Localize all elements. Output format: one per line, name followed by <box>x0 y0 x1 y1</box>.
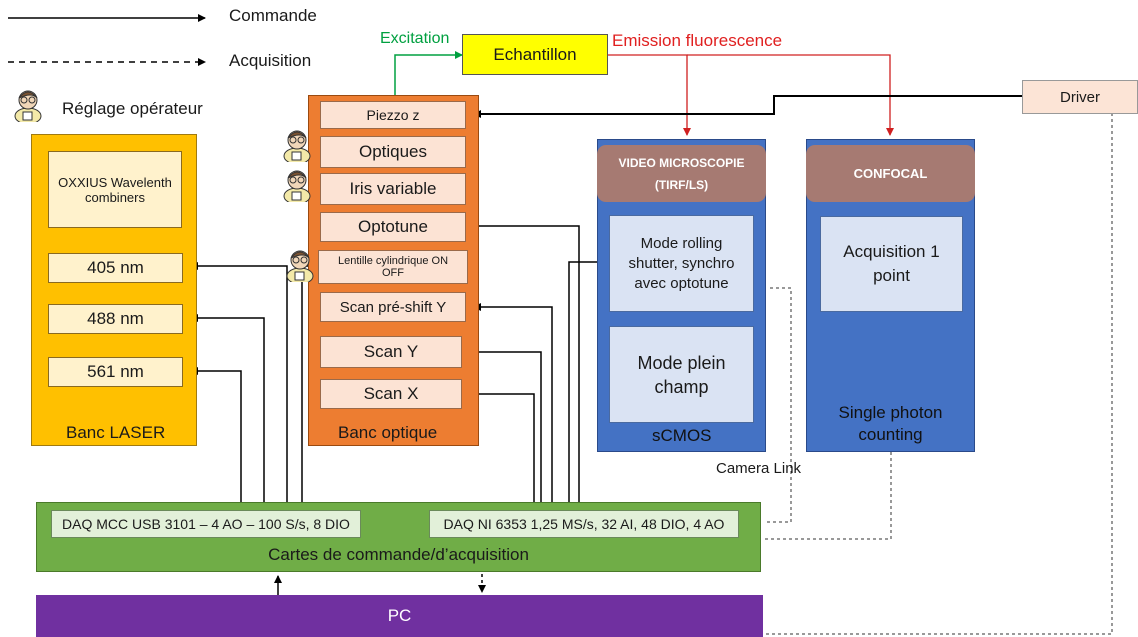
operator-icon-iris <box>279 166 315 207</box>
laser-line-405: 405 nm <box>48 253 183 283</box>
confocal-header: CONFOCAL <box>806 145 975 202</box>
daq-to-optotune-wire <box>471 222 580 508</box>
operator-icon-lentille <box>282 246 318 287</box>
optical-bench-title: Banc optique <box>338 423 438 442</box>
optical-item-iris: Iris variable <box>320 173 466 205</box>
excitation-label: Excitation <box>380 30 450 47</box>
optical-item-scany: Scan Y <box>320 336 462 368</box>
pc-bar: PC <box>36 595 763 637</box>
optical-item-preshift: Scan pré-shift Y <box>320 292 466 322</box>
echantillon-box: Echantillon <box>462 34 608 75</box>
emission-arrow-confocal <box>687 54 894 136</box>
legend-command-label: Commande <box>229 6 317 25</box>
optical-item-lentille: Lentille cylindrique ON OFF <box>318 250 468 284</box>
emission-label: Emission fluorescence <box>612 31 783 50</box>
laser-line-561: 561 nm <box>48 357 183 387</box>
emission-arrow-video <box>608 54 691 136</box>
excitation-arrow <box>394 51 463 95</box>
daq-title: Cartes de commande/d’acquisition <box>268 545 529 564</box>
daq-ni-box: DAQ NI 6353 1,25 MS/s, 32 AI, 48 DIO, 4 … <box>429 510 739 538</box>
daq-mcc-box: DAQ MCC USB 3101 – 4 AO – 100 S/s, 8 DIO <box>51 510 361 538</box>
driver-to-piezzo-wire <box>473 95 1022 118</box>
camera-link-label: Camera Link <box>716 460 802 477</box>
oxxius-combiner-box: OXXIUS Wavelenth combiners <box>48 151 182 228</box>
legend-acquisition-label: Acquisition <box>229 51 312 70</box>
legend-operator-label: Réglage opérateur <box>62 99 203 118</box>
daq-to-scanx-wire <box>463 390 535 508</box>
daq-to-scany-wire <box>463 348 542 508</box>
video-microscopy-header: VIDEO MICROSCOPIE (TIRF/LS) <box>597 145 766 202</box>
confocal-title: Single photon counting <box>838 403 943 444</box>
confocal-to-daq-dashed <box>764 452 892 540</box>
optical-item-scanx: Scan X <box>320 379 462 409</box>
daq-to-preshift-wire <box>473 303 553 508</box>
daq-to-561-wire <box>190 367 242 508</box>
optical-item-optiques: Optiques <box>320 136 466 168</box>
operator-icon-optiques <box>279 126 315 167</box>
mode-plein-champ-box: Mode plein champ <box>609 326 754 423</box>
acquisition-point-box: Acquisition 1 point <box>820 216 963 312</box>
daq-to-488-wire <box>190 314 265 508</box>
scmos-title: sCMOS <box>652 426 712 445</box>
driver-box: Driver <box>1022 80 1138 114</box>
optical-item-piezzo: Piezzo z <box>320 101 466 129</box>
daq-to-405-wire <box>190 262 288 508</box>
optical-item-optotune: Optotune <box>320 212 466 242</box>
mode-rolling-box: Mode rolling shutter, synchro avec optot… <box>609 215 754 312</box>
laser-bench-title: Banc LASER <box>66 423 166 442</box>
scmos-to-daq-dashed <box>764 287 792 523</box>
driver-to-pc-dashed <box>737 113 1113 635</box>
daq-to-rolling-wire <box>568 258 608 508</box>
legend-operator-icon <box>10 86 46 127</box>
laser-line-488: 488 nm <box>48 304 183 334</box>
